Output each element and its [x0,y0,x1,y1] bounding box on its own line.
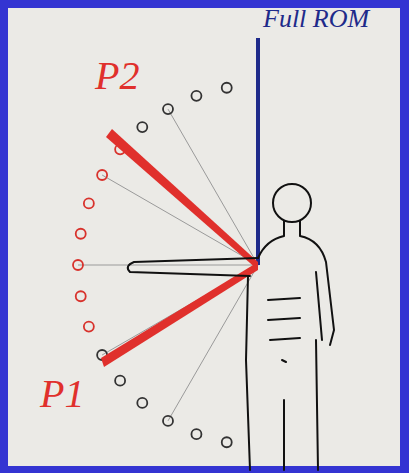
angle-dot [97,170,107,180]
angle-dot [163,416,173,426]
position-label: P1 [40,374,84,414]
angle-dot [137,122,147,132]
angle-dot [222,437,232,447]
angle-dot [84,322,94,332]
angle-dot [115,376,125,386]
angle-dot [84,198,94,208]
guide-line [102,175,258,265]
p1-line [101,262,258,367]
angle-dot [191,91,201,101]
person-figure [128,184,334,470]
full-rom-line [256,38,260,265]
angle-dot [222,83,232,93]
arc-dots [73,83,258,448]
paper [8,8,400,466]
angle-dot [137,398,147,408]
rom-label: Full ROM [263,6,369,32]
angle-dot [191,429,201,439]
guide-line [168,265,258,421]
angle-dot [73,260,83,270]
position-label: P2 [95,56,139,96]
angle-dot [163,104,173,114]
angle-dot [76,229,86,239]
angle-dot [76,291,86,301]
guide-line [168,109,258,265]
guide-line [78,265,258,266]
p2-line [106,129,258,270]
